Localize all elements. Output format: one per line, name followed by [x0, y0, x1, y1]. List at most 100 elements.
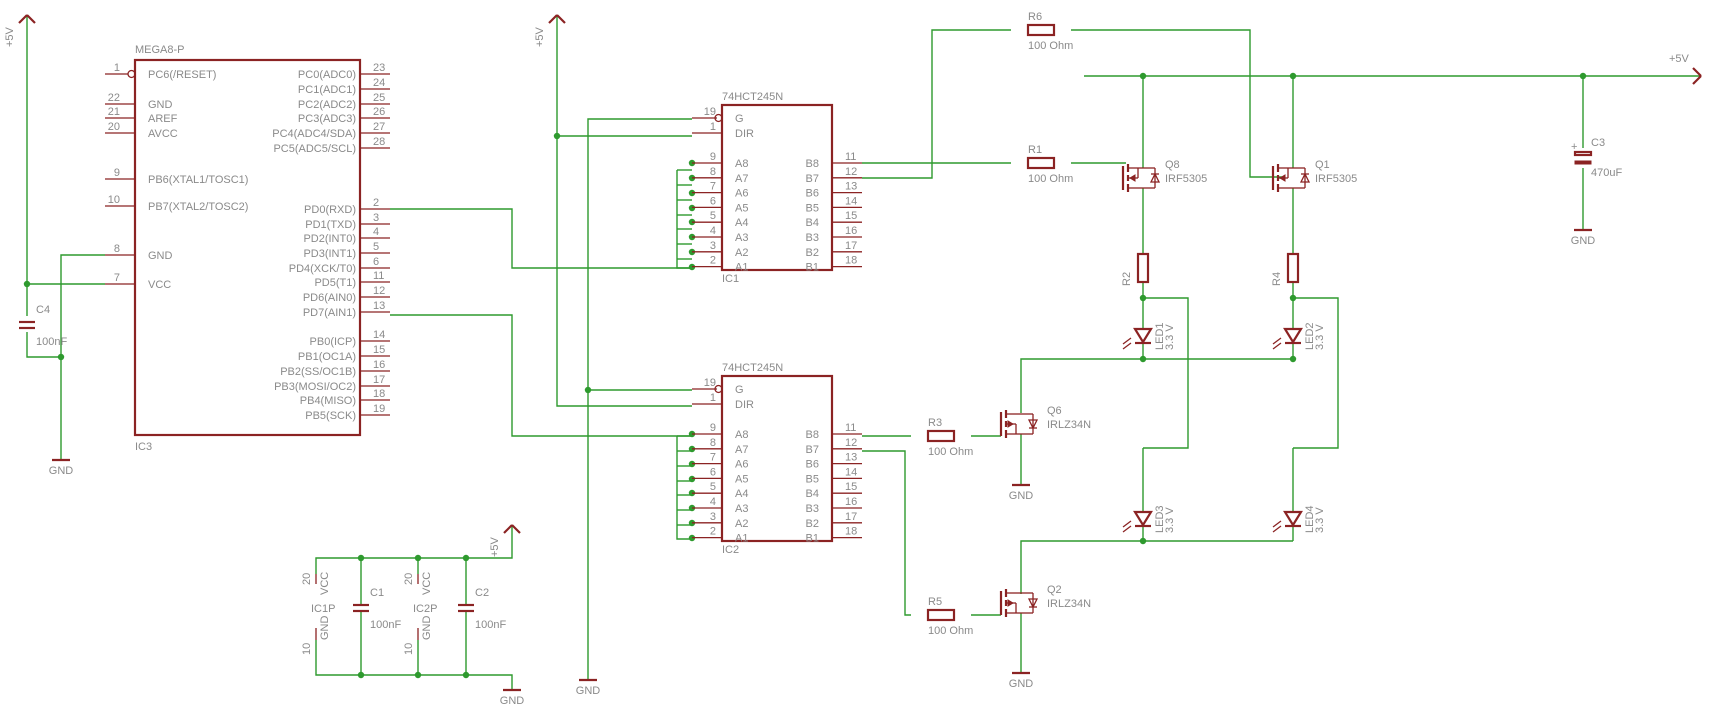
pin-name: VCC [148, 279, 171, 291]
ic-part: 74HCT245N [722, 91, 783, 103]
pin-number: 19 [704, 377, 716, 389]
resistor-ref: R5 [928, 596, 942, 608]
supply-pin-number: 20 [301, 573, 313, 585]
pin-name: B7 [806, 173, 819, 185]
supply-part-ref: IC2P [413, 603, 437, 615]
pin-name: PC3(ADC3) [298, 113, 356, 125]
pin-name: A5 [735, 473, 748, 485]
transistor-ref: Q6 [1047, 405, 1062, 417]
pin-name: A2 [735, 247, 748, 259]
resistor-ref: R6 [1028, 11, 1042, 23]
pin-number: 11 [845, 151, 856, 163]
led-ref: LED1 [1154, 322, 1166, 350]
pin-number: 15 [373, 344, 385, 356]
led-symbol [1283, 327, 1303, 345]
pin-name: PB0(ICP) [310, 336, 356, 348]
capacitor-value: 470uF [1591, 167, 1622, 179]
capacitor-ref: C2 [475, 587, 489, 599]
pin-name: A4 [735, 217, 748, 229]
pin-number: 5 [710, 481, 716, 493]
pin-number: 13 [373, 300, 385, 312]
electrolytic-plate [1574, 160, 1592, 165]
supply-pin-number: 10 [301, 643, 313, 655]
wire [676, 170, 692, 269]
pin-number: 12 [845, 437, 857, 449]
led-light-ray [1122, 337, 1132, 345]
wire [556, 15, 692, 137]
resistor-body [1136, 252, 1150, 284]
pin-name: A8 [735, 158, 748, 170]
gnd-label: GND [1009, 490, 1034, 502]
pin-name: PD1(TXD) [305, 219, 356, 231]
led-light-ray [1122, 525, 1132, 533]
resistor-body [926, 429, 956, 443]
pin-name: B2 [806, 518, 819, 530]
microcontroller-body [133, 58, 362, 437]
pin-name: B3 [806, 503, 819, 515]
led-light-ray [1272, 525, 1282, 533]
pin-name: PB5(SCK) [305, 410, 356, 422]
buffer-ic-body [720, 374, 834, 543]
pin-name: B5 [806, 473, 819, 485]
transistor-ref: Q8 [1165, 159, 1180, 171]
transistor-ref: Q1 [1315, 159, 1330, 171]
pin-number: 7 [710, 452, 716, 464]
pin-number: 8 [710, 437, 716, 449]
wire [390, 208, 692, 269]
pin-number: 2 [710, 526, 716, 538]
pin-name: A1 [735, 262, 748, 274]
pin-name: PD5(T1) [314, 277, 356, 289]
capacitor-value: 100nF [36, 336, 67, 348]
led-value: 3.3 V [1314, 324, 1326, 350]
pin-number: 6 [373, 256, 379, 268]
pin-number: 25 [373, 92, 385, 104]
buffer-ic [692, 374, 862, 543]
capacitor-value: 100nF [475, 619, 506, 631]
pin-name: B5 [806, 202, 819, 214]
pin-number: 16 [845, 496, 857, 508]
pin-number: 20 [108, 121, 120, 133]
pin-name: A4 [735, 488, 748, 500]
pin-name: B8 [806, 429, 819, 441]
pin-name: GND [148, 99, 173, 111]
pin-name: DIR [735, 399, 754, 411]
pin-number: 4 [373, 226, 379, 238]
transistor-value: IRLZ34N [1047, 598, 1091, 610]
pin-number: 9 [114, 167, 120, 179]
pin-number: 5 [710, 210, 716, 222]
led-value: 3.3 V [1314, 507, 1326, 533]
wire [862, 450, 911, 616]
pin-name: PC1(ADC1) [298, 84, 356, 96]
pin-number: 13 [845, 452, 857, 464]
resistor-value: 100 Ohm [928, 625, 973, 637]
pin-name: PC6(/RESET) [148, 69, 216, 81]
wire [60, 254, 105, 460]
gnd-label: GND [1009, 678, 1034, 690]
led-light-ray [1272, 342, 1282, 350]
pin-name: GND [148, 250, 173, 262]
resistor-ref: R3 [928, 417, 942, 429]
pin-name: AVCC [148, 128, 178, 140]
pin-name: PD7(AIN1) [303, 307, 356, 319]
pin-number: 4 [710, 496, 716, 508]
led-light-ray [1122, 520, 1132, 528]
pin-number: 16 [845, 225, 857, 237]
ic-part: 74HCT245N [722, 362, 783, 374]
pin-number: 11 [845, 422, 856, 434]
wire [315, 640, 513, 690]
capacitor-value: 100nF [370, 619, 401, 631]
pin-number: 15 [845, 210, 857, 222]
pin-name: B7 [806, 444, 819, 456]
pin-number: 19 [373, 403, 385, 415]
pin-name: G [735, 384, 744, 396]
junction-dot [23, 280, 31, 288]
pin-name: PC4(ADC4/SDA) [272, 128, 356, 140]
led-symbol [1133, 327, 1153, 345]
wire [26, 332, 61, 358]
supply-pin-number: 10 [403, 643, 415, 655]
pin-number: 8 [114, 243, 120, 255]
wire [587, 118, 692, 391]
wire [676, 436, 692, 540]
supply-pin-number: 20 [403, 573, 415, 585]
